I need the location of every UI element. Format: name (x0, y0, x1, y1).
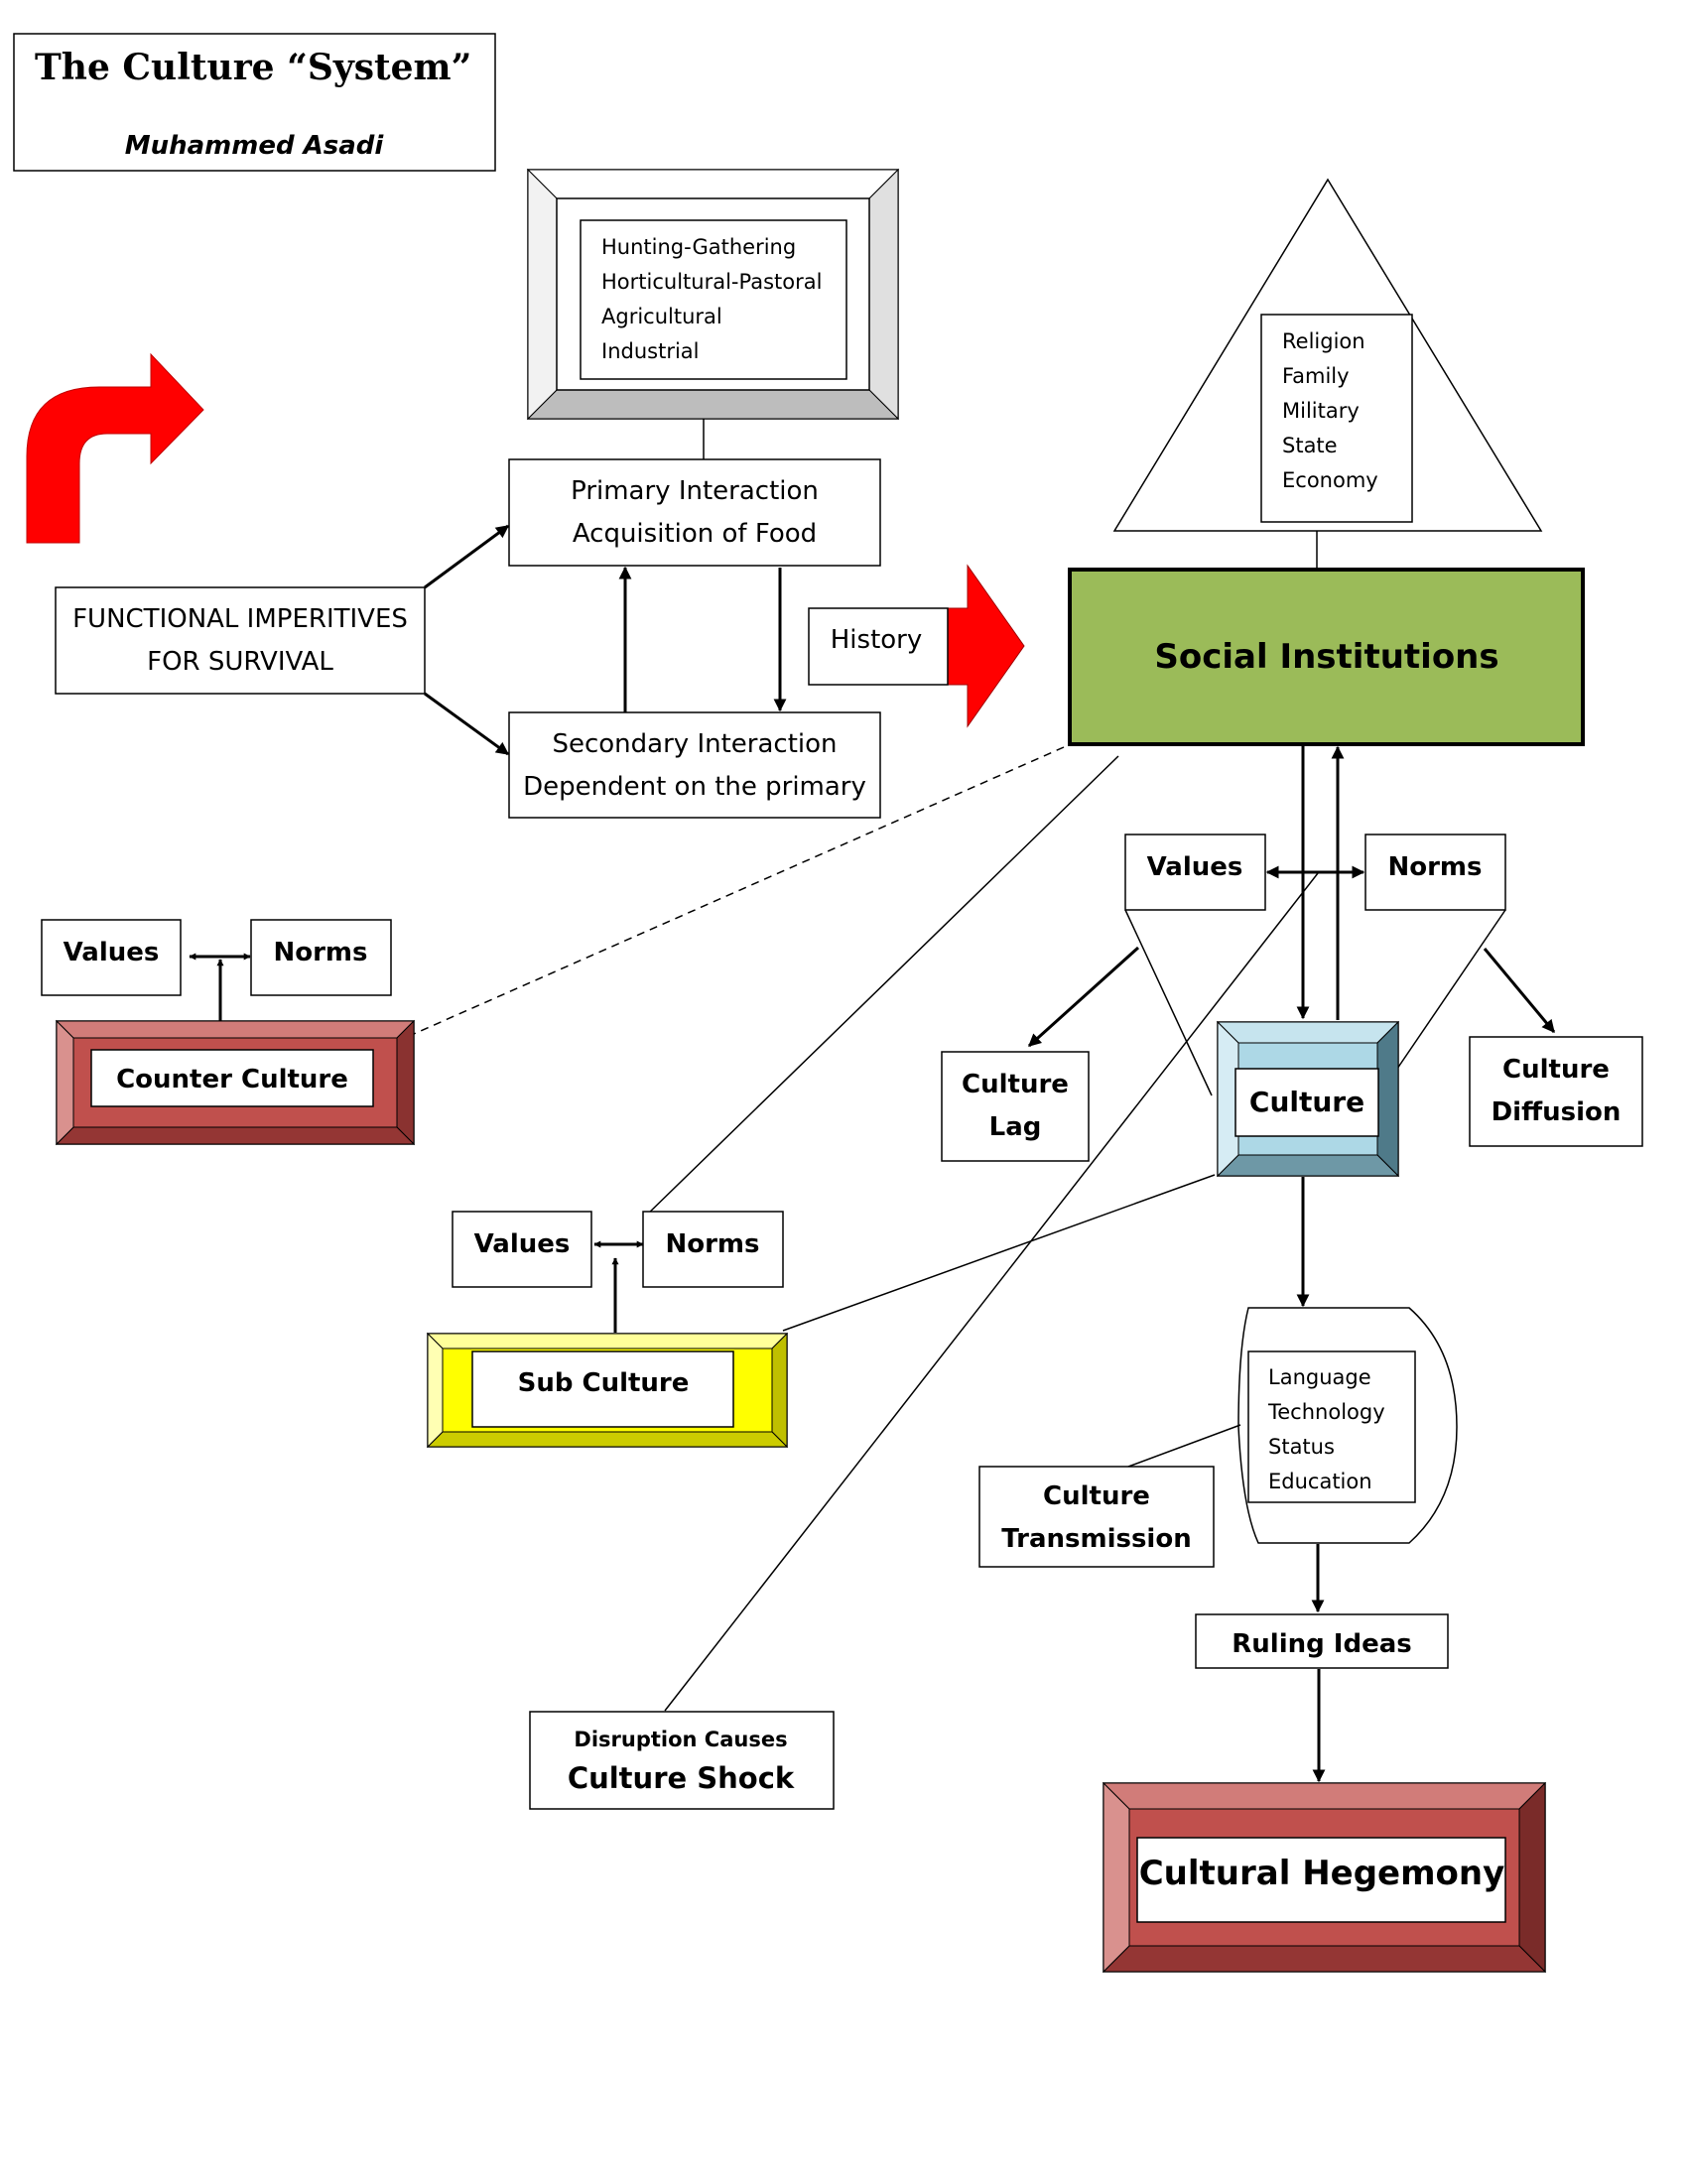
cultural-hegemony-label: Cultural Hegemony (1139, 1854, 1505, 1893)
culture-transmission-box (978, 1466, 1215, 1568)
culture-transmission-line2: Transmission (1001, 1524, 1191, 1554)
values-label: Values (1147, 852, 1243, 882)
culture-lag-line2: Lag (989, 1112, 1042, 1142)
subsistence-item: Horticultural-Pastoral (601, 270, 822, 294)
transmission-item: Education (1268, 1470, 1372, 1493)
transmission-item: Language (1268, 1365, 1371, 1389)
sub-norms-label: Norms (665, 1229, 759, 1259)
secondary-interaction-line1: Secondary Interaction (552, 729, 837, 759)
counter-culture-label: Counter Culture (116, 1065, 348, 1094)
culture-transmission-line1: Culture (1043, 1481, 1150, 1511)
sub-values-label: Values (474, 1229, 571, 1259)
transmission-shape: Language Technology Status Education (1237, 1307, 1458, 1544)
connector-institutions-subculture-norms (642, 755, 1119, 1220)
arrow-to-culture-lag (1027, 946, 1140, 1048)
transmission-item: Status (1268, 1435, 1335, 1459)
secondary-interaction-line2: Dependent on the primary (523, 772, 866, 802)
subsistence-item: Agricultural (601, 305, 722, 328)
culture-diffusion-line1: Culture (1502, 1055, 1610, 1085)
subsistence-item: Industrial (601, 339, 700, 363)
sub-culture-frame: Sub Culture (426, 1332, 789, 1449)
social-institutions-label: Social Institutions (1154, 637, 1498, 677)
sub-culture-label: Sub Culture (518, 1368, 690, 1398)
culture-shock-box (529, 1711, 835, 1810)
counter-norms-label: Norms (273, 938, 367, 967)
cultural-hegemony-frame: Cultural Hegemony (1102, 1781, 1547, 1974)
culture-diffusion-box (1469, 1036, 1643, 1147)
author-name: Muhammed Asadi (125, 131, 385, 161)
connector-culture-subculture (782, 1174, 1216, 1332)
institutions-triangle: Religion Family Military State Economy (1112, 178, 1543, 532)
primary-interaction-box: Primary Interaction Acquisition of Food (508, 458, 881, 567)
history-arrow: History (808, 564, 1025, 728)
culture-label: Culture (1249, 1086, 1364, 1118)
norms-box (1364, 834, 1506, 911)
culture-lag-box (941, 1051, 1090, 1162)
culture-diffusion-line2: Diffusion (1492, 1097, 1622, 1127)
counter-values-box (41, 919, 182, 996)
social-institutions-box: Social Institutions (1068, 568, 1585, 746)
transmission-item: Technology (1267, 1400, 1385, 1424)
institution-item: Family (1282, 364, 1350, 388)
culture-frame: Culture (1216, 1020, 1400, 1178)
sub-norms-box (642, 1211, 784, 1288)
primary-interaction-line1: Primary Interaction (571, 476, 819, 506)
culture-shock-line1: Disruption Causes (574, 1728, 787, 1751)
arrow-to-secondary (424, 692, 510, 756)
institution-item: Economy (1282, 468, 1378, 492)
connector-norms-shock (664, 872, 1319, 1712)
norms-label: Norms (1387, 852, 1482, 882)
values-box (1124, 834, 1266, 911)
culture-lag-line1: Culture (962, 1070, 1069, 1099)
title-box: The Culture “System” Muhammed Asadi (13, 33, 496, 172)
secondary-interaction-box: Secondary Interaction Dependent on the p… (508, 711, 881, 819)
culture-shock-line2: Culture Shock (568, 1761, 795, 1795)
arrow-to-primary (424, 524, 510, 589)
counter-values-label: Values (64, 938, 160, 967)
ruling-ideas-label: Ruling Ideas (1232, 1629, 1411, 1659)
functional-imperatives-line2: FOR SURVIVAL (147, 647, 333, 677)
subsistence-item: Hunting-Gathering (601, 235, 796, 259)
curved-arrow-icon (26, 352, 204, 544)
arrow-to-culture-diffusion (1483, 948, 1556, 1033)
functional-imperatives-box: FUNCTIONAL IMPERITIVES FOR SURVIVAL (55, 586, 426, 695)
institution-item: State (1282, 434, 1338, 457)
ruling-ideas-box (1195, 1613, 1449, 1669)
functional-imperatives-line1: FUNCTIONAL IMPERITIVES (72, 604, 408, 634)
institution-item: Religion (1282, 329, 1365, 353)
counter-norms-box (250, 919, 392, 996)
page-title: The Culture “System” (35, 47, 471, 88)
sub-values-box (452, 1211, 592, 1288)
counter-culture-frame: Counter Culture (55, 1019, 416, 1146)
history-label: History (831, 625, 923, 655)
institution-item: Military (1282, 399, 1360, 423)
primary-interaction-line2: Acquisition of Food (573, 519, 817, 549)
subsistence-frame: Hunting-Gathering Horticultural-Pastoral… (526, 168, 900, 421)
dashed-connector (388, 746, 1065, 1046)
